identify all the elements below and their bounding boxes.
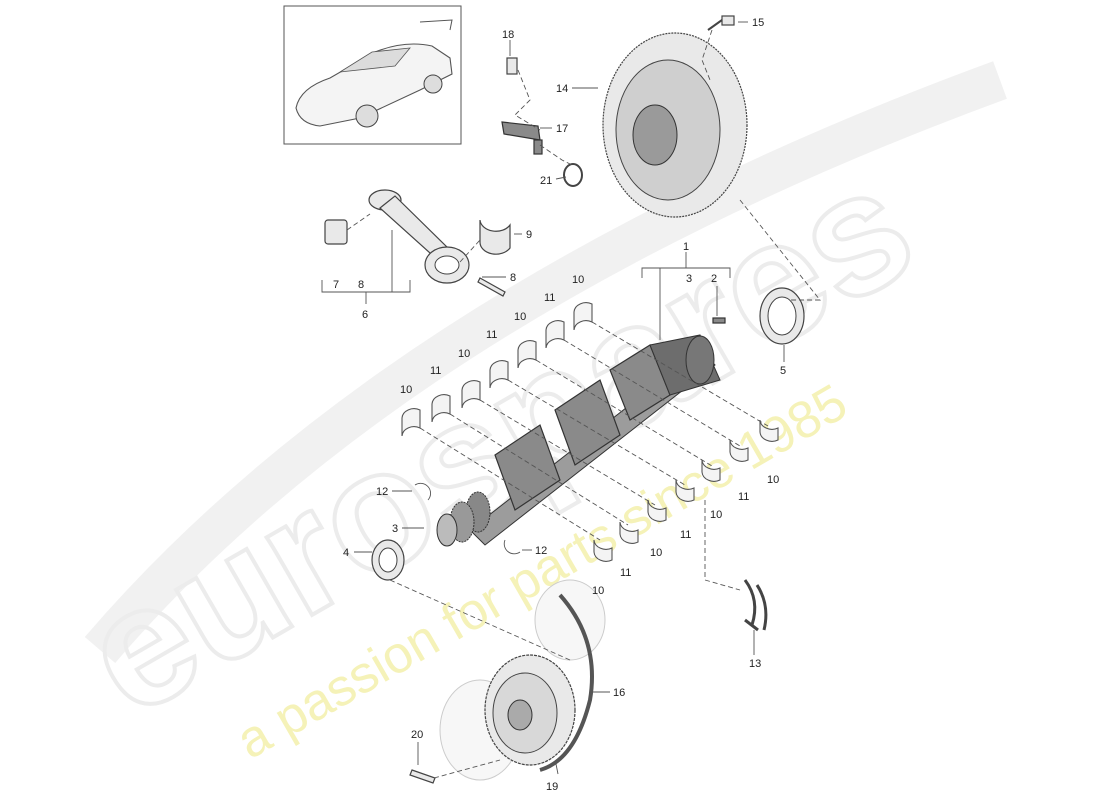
connecting-rod xyxy=(368,189,470,284)
oil-spray-nozzles xyxy=(743,579,768,632)
callout-upper-10: 10 xyxy=(458,348,470,360)
callout-18: 16 xyxy=(613,687,625,699)
rod-bearing xyxy=(479,219,511,255)
flywheel xyxy=(602,32,748,218)
damper-bolt xyxy=(409,769,436,784)
callout-5: 5 xyxy=(780,365,786,377)
crank-webs xyxy=(494,334,721,511)
callout-17: 20 xyxy=(411,729,423,741)
callout-lower-10: 10 xyxy=(592,585,604,597)
vibration-damper xyxy=(484,654,576,766)
callout-21: 21 xyxy=(540,175,552,187)
speed-sensor xyxy=(501,121,543,155)
callout-16: 19 xyxy=(546,781,558,793)
callout-7: 7 xyxy=(333,279,339,291)
rear-main-seal xyxy=(759,287,805,345)
vehicle-thumbnail xyxy=(283,5,462,145)
callout-3-top: 3 xyxy=(686,273,692,285)
crankshaft xyxy=(436,334,721,547)
car-illustration xyxy=(295,19,453,128)
callout-upper-11: 11 xyxy=(486,329,497,341)
callout-6: 6 xyxy=(362,309,368,321)
callout-lower-11: 11 xyxy=(620,567,631,579)
callout-8-bolt: 8 xyxy=(510,272,516,284)
thrust-washer xyxy=(503,539,521,555)
front-main-seal xyxy=(371,539,405,581)
sensor-bolt xyxy=(506,57,518,75)
rod-bolt xyxy=(477,277,506,297)
assembly-lines xyxy=(346,29,821,779)
callout-upper-10: 10 xyxy=(572,274,584,286)
callout-4: 4 xyxy=(343,547,349,559)
callout-3: 3 xyxy=(392,523,398,535)
callout-labels: 15 14 18 17 21 9 8 7 8 6 1 3 2 5 3 4 12 … xyxy=(333,17,786,793)
flywheel-bolt xyxy=(707,15,735,31)
callout-upper-10: 10 xyxy=(767,474,779,486)
callout-9: 9 xyxy=(526,229,532,241)
callout-15: 15 xyxy=(752,17,764,29)
thrust-washer xyxy=(414,482,432,501)
drive-belt xyxy=(539,593,594,772)
callout-lower-11: 11 xyxy=(680,529,691,541)
callout-14: 14 xyxy=(556,83,568,95)
callout-2: 2 xyxy=(711,273,717,285)
lower-main-bearing-shells xyxy=(593,419,779,562)
dowel-pin xyxy=(712,317,726,324)
callout-upper-11: 11 xyxy=(544,292,555,304)
callout-lower-10: 10 xyxy=(650,547,662,559)
callout-20: 18 xyxy=(502,29,514,41)
piston-pin-bushing xyxy=(324,219,348,245)
callout-upper-11: 11 xyxy=(738,491,749,503)
callout-12-a: 12 xyxy=(376,486,388,498)
callout-1: 1 xyxy=(683,241,689,253)
callout-12-b: 12 xyxy=(535,545,547,557)
callout-19: 17 xyxy=(556,123,568,135)
callout-8-rod: 8 xyxy=(358,279,364,291)
callout-upper-11: 11 xyxy=(430,365,441,377)
callout-upper-10: 10 xyxy=(514,311,526,323)
callout-upper-10: 10 xyxy=(400,384,412,396)
callout-13: 13 xyxy=(749,658,761,670)
callout-lower-10: 10 xyxy=(710,509,722,521)
leader-lines xyxy=(321,21,785,775)
sensor-gasket xyxy=(563,163,583,187)
